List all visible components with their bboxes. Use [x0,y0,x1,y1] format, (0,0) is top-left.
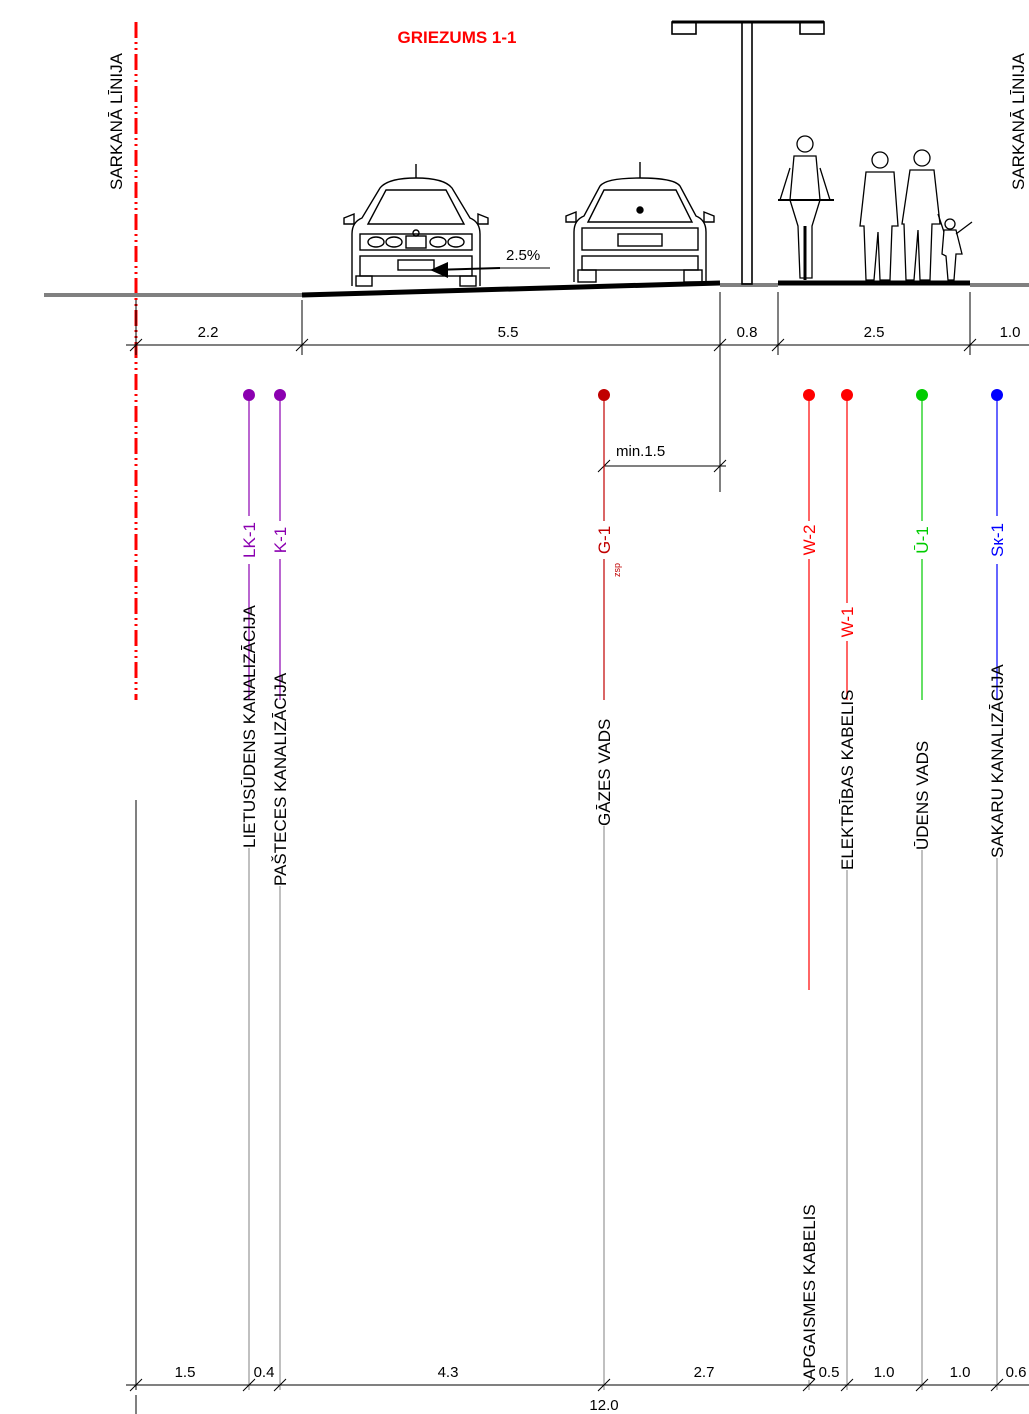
utility-tag: Ū-1 [913,526,932,553]
utility-name: PAŠTECES KANALIZĀCIJA [271,672,290,886]
utility-name: GĀZES VADS [595,719,614,826]
slope-arrow [430,262,550,278]
pedestrians-illustration [859,149,973,281]
utility-tag: W-2 [800,525,819,556]
bottom-dim-3: 4.3 [438,1364,459,1381]
bottom-dimension-line [126,800,1029,1414]
road-surface [301,280,721,298]
bottom-dim-4: 2.7 [694,1364,715,1381]
red-line-label-left: SARKANĀ LĪNIJA [107,52,126,190]
total-dim: 12.0 [589,1397,618,1414]
top-dim-5: 1.0 [1000,324,1021,341]
bottom-dim-5: 0.5 [819,1364,840,1381]
gas-subscript: zsp [612,563,622,577]
top-dim-3: 0.8 [737,324,758,341]
top-dim-2: 5.5 [498,324,519,341]
car-front-illustration [343,164,489,287]
utility-name: SAKARU KANALIZĀCIJA [988,664,1007,858]
top-dim-1: 2.2 [198,324,219,341]
utility-name: ELEKTRĪBAS KABELIS [838,690,857,870]
utility-tag: Sк-1 [988,523,1007,557]
min-clearance-label: min.1.5 [616,443,665,460]
bottom-dim-8: 0.6 [1006,1364,1027,1381]
min-clearance-dimension [597,459,727,473]
utility-name: APGAISMES KABELIS [800,1204,819,1380]
bottom-dim-1: 1.5 [175,1364,196,1381]
utility-tag: G-1 [595,526,614,554]
slope-label: 2.5% [506,247,540,264]
utility-tag: W-1 [838,607,857,638]
cyclist-illustration [778,135,834,280]
top-dimension-line [126,292,1029,492]
bottom-dim-6: 1.0 [874,1364,895,1381]
utility-tag: LK-1 [240,522,259,558]
street-lamp [671,20,825,285]
utility-name: ŪDENS VADS [913,741,932,850]
bottom-dim-2: 0.4 [254,1364,275,1381]
section-title: GRIEZUMS 1-1 [397,28,516,47]
red-line-label-right: SARKANĀ LĪNIJA [1009,52,1028,190]
utility-tag: K-1 [271,527,290,553]
bottom-dim-7: 1.0 [950,1364,971,1381]
top-dim-4: 2.5 [864,324,885,341]
utility-name: LIETUSŪDENS KANALIZĀCIJA [240,605,259,848]
car-rear-illustration [565,162,715,283]
